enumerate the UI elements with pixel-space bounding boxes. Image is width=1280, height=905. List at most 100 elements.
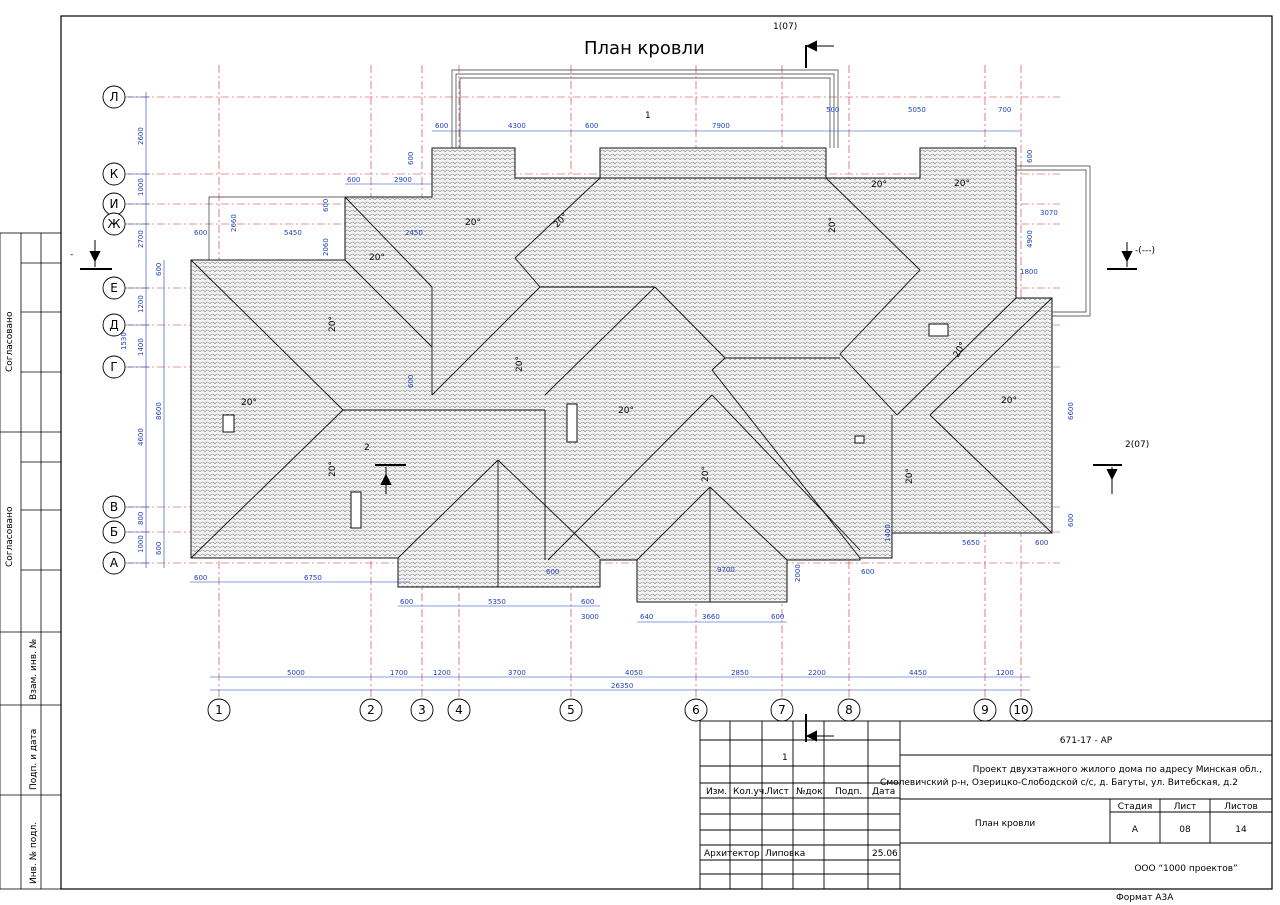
dim-value: 7900 bbox=[712, 122, 730, 130]
dim-value: 3700 bbox=[508, 669, 526, 677]
dim-value: 600 bbox=[1026, 150, 1034, 163]
inv-orig-label: Инв. № подл. bbox=[29, 822, 39, 884]
section-1-top-label: 1(07) bbox=[773, 22, 797, 32]
dim-value: 1700 bbox=[390, 669, 408, 677]
row-axis-bubbles bbox=[102, 85, 126, 575]
company-name: ООО “1000 проектов” bbox=[1134, 864, 1237, 874]
dim-value: 600 bbox=[407, 152, 415, 165]
col-date: Дата bbox=[872, 787, 895, 797]
axis-label-row: Ж bbox=[108, 217, 121, 231]
balcony-railings bbox=[208, 69, 1091, 317]
person-name: Липовка bbox=[765, 849, 805, 859]
dim-value: 600 bbox=[347, 176, 360, 184]
project-line-1: Проект двухэтажного жилого дома по адрес… bbox=[973, 765, 1262, 775]
slope-label: 20° bbox=[1001, 396, 1017, 406]
axis-label-row: Д bbox=[109, 318, 118, 332]
role-architect: Архитектор bbox=[704, 849, 760, 859]
col-doc: №док. bbox=[796, 787, 825, 797]
axis-label-col: 5 bbox=[567, 703, 575, 717]
slope-label: 20° bbox=[905, 468, 915, 484]
dim-value: 600 bbox=[435, 122, 448, 130]
section-cut-side bbox=[80, 240, 1137, 270]
dim-value: 9700 bbox=[717, 566, 735, 574]
dim-value: 2850 bbox=[731, 669, 749, 677]
row-axis-labels: Л К И Ж Е Д Г В Б А bbox=[108, 90, 121, 570]
drawing-title: План кровли bbox=[584, 38, 705, 59]
sheet-name: План кровли bbox=[975, 819, 1035, 829]
dim-total: 26350 bbox=[611, 682, 633, 690]
dim-value: 600 bbox=[546, 568, 559, 576]
dim-value: 1000 bbox=[137, 178, 145, 196]
dim-value: 6600 bbox=[1067, 402, 1075, 420]
dim-value: 1530 bbox=[120, 332, 128, 350]
column-axis-bubbles bbox=[207, 698, 1033, 722]
slope-label: 20° bbox=[328, 316, 338, 332]
axis-label-col: 4 bbox=[455, 703, 463, 717]
axis-label-row: Г bbox=[110, 360, 117, 374]
title-block-section-label: 1 bbox=[782, 753, 788, 763]
dim-value: 600 bbox=[155, 263, 163, 276]
dim-value: 5050 bbox=[908, 106, 926, 114]
column-axis-labels: 1 2 3 4 5 6 7 8 9 10 bbox=[215, 703, 1028, 717]
axis-label-row: В bbox=[110, 500, 118, 514]
dim-value: 5350 bbox=[488, 598, 506, 606]
dim-value: 600 bbox=[861, 568, 874, 576]
axis-label-col: 6 bbox=[692, 703, 700, 717]
stage-label: Стадия bbox=[1118, 802, 1153, 812]
section-2-right-label: 2(07) bbox=[1125, 440, 1149, 450]
dim-value: 600 bbox=[407, 375, 415, 388]
dim-value: 500 bbox=[826, 106, 839, 114]
dim-value: 800 bbox=[137, 512, 145, 525]
dim-value: 640 bbox=[640, 613, 653, 621]
dim-value: 600 bbox=[155, 542, 163, 555]
dim-value: 2000 bbox=[794, 564, 802, 582]
dim-value: 600 bbox=[400, 598, 413, 606]
dim-value: 600 bbox=[1035, 539, 1048, 547]
section-2-label: 2 bbox=[364, 443, 370, 453]
slope-label: 20° bbox=[241, 398, 257, 408]
section-side-right-label: -(---) bbox=[1135, 246, 1155, 256]
axis-label-row: Л bbox=[109, 90, 118, 104]
axis-label-col: 7 bbox=[778, 703, 786, 717]
dim-value: 2660 bbox=[230, 214, 238, 232]
agreed-label-2: Согласовано bbox=[5, 506, 15, 567]
slope-label: 20° bbox=[701, 466, 711, 482]
axis-label-col: 1 bbox=[215, 703, 223, 717]
axis-label-col: 2 bbox=[367, 703, 375, 717]
dim-value: 3000 bbox=[581, 613, 599, 621]
dim-value: 4900 bbox=[1026, 230, 1034, 248]
dim-value: 1400 bbox=[137, 338, 145, 356]
slope-label: 20° bbox=[328, 461, 338, 477]
axis-label-row: Б bbox=[110, 525, 118, 539]
dim-value: 1000 bbox=[137, 535, 145, 553]
axis-label-col: 9 bbox=[981, 703, 989, 717]
slope-label: 20° bbox=[515, 356, 525, 372]
dim-value: 2450 bbox=[405, 229, 423, 237]
dim-value: 2600 bbox=[137, 127, 145, 145]
left-dimension-lines bbox=[128, 92, 165, 568]
dim-value: 2900 bbox=[394, 176, 412, 184]
axis-label-row: И bbox=[110, 197, 119, 211]
dim-value: 1800 bbox=[1020, 268, 1038, 276]
col-izm: Изм. bbox=[706, 787, 727, 797]
dim-value: 600 bbox=[322, 199, 330, 212]
dim-value: 600 bbox=[585, 122, 598, 130]
roof-outline bbox=[190, 147, 1053, 603]
dim-value: 6750 bbox=[304, 574, 322, 582]
sign-date: 25.06 bbox=[872, 849, 898, 859]
dim-value: 700 bbox=[998, 106, 1011, 114]
side-stamp-strip bbox=[0, 232, 62, 890]
bottom-dimension-lines bbox=[190, 130, 1030, 691]
sheets-label: Листов bbox=[1224, 802, 1258, 812]
dim-value: 4300 bbox=[508, 122, 526, 130]
dim-value: 4050 bbox=[625, 669, 643, 677]
agreed-label-1: Согласовано bbox=[5, 311, 15, 372]
dim-value: 5650 bbox=[962, 539, 980, 547]
sheet-label: Лист bbox=[1174, 802, 1197, 812]
dim-value: 1200 bbox=[996, 669, 1014, 677]
dim-value: 600 bbox=[581, 598, 594, 606]
dim-value: 5450 bbox=[284, 229, 302, 237]
dim-value: 600 bbox=[194, 574, 207, 582]
sign-date-label: Подп. и дата bbox=[29, 729, 39, 790]
